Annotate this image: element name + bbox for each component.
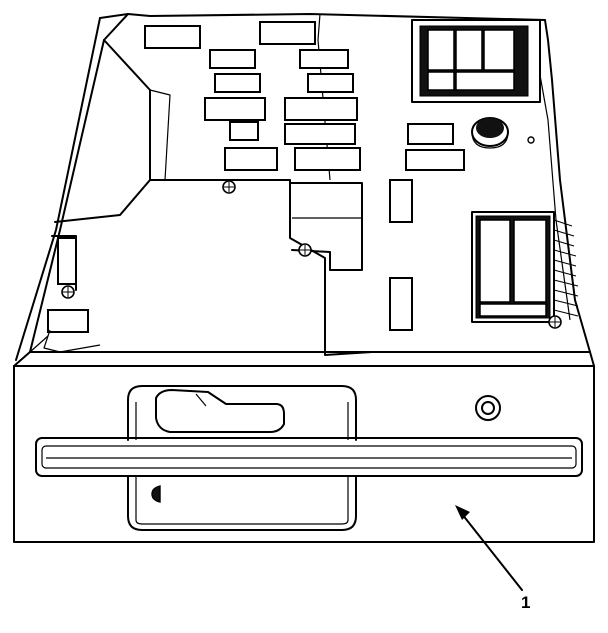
chip bbox=[389, 277, 413, 331]
capacitor bbox=[471, 117, 509, 149]
front-bezel bbox=[13, 351, 595, 543]
activity-led bbox=[475, 395, 501, 421]
screw bbox=[548, 315, 562, 329]
chip bbox=[307, 73, 354, 93]
chip bbox=[299, 49, 349, 69]
chip bbox=[389, 179, 413, 223]
callout-label: 1 bbox=[521, 593, 531, 612]
connector-pins bbox=[553, 219, 579, 317]
upper-module bbox=[411, 19, 541, 103]
chip bbox=[204, 97, 266, 121]
sensor-bracket bbox=[29, 235, 101, 353]
callout-arrow bbox=[455, 505, 523, 591]
screw bbox=[222, 180, 236, 194]
chip bbox=[284, 97, 358, 121]
chip bbox=[144, 25, 201, 49]
chip bbox=[284, 123, 356, 145]
chip bbox=[259, 21, 316, 45]
chip bbox=[294, 147, 361, 171]
disk-slot bbox=[35, 437, 583, 477]
screw bbox=[61, 285, 75, 299]
edge-connector bbox=[471, 211, 579, 323]
screws bbox=[61, 136, 562, 329]
chip bbox=[224, 147, 278, 171]
door-latch bbox=[127, 385, 357, 531]
screw bbox=[298, 243, 312, 257]
chip bbox=[405, 149, 465, 171]
screw bbox=[527, 136, 535, 144]
chip bbox=[229, 121, 259, 141]
chip bbox=[407, 123, 454, 145]
ic-chips bbox=[144, 21, 465, 331]
chip bbox=[209, 49, 256, 69]
chip bbox=[214, 73, 261, 93]
